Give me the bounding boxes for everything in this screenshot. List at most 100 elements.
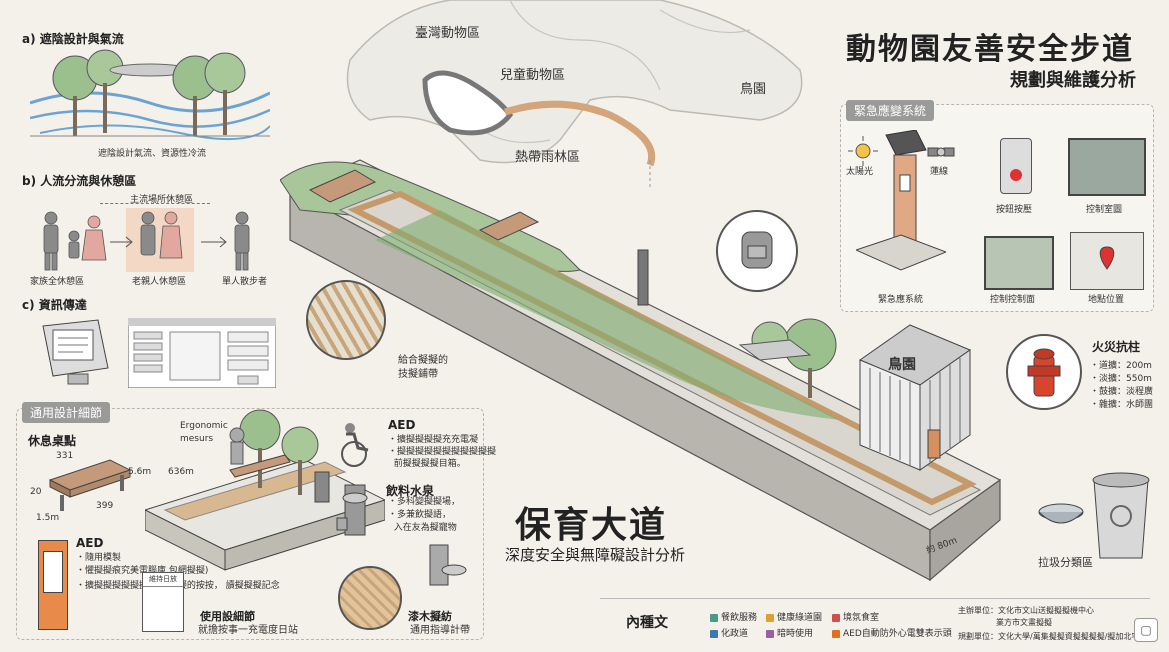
- sun-icon: [848, 136, 878, 166]
- emergency-item-location: 地點位置: [1088, 295, 1125, 305]
- legend-swatch: [710, 613, 718, 622]
- rest-table-illustration: [48, 459, 132, 511]
- legend-swatch: [832, 629, 840, 638]
- zone-children: 兒童動物區: [500, 68, 566, 83]
- control-room-monitor: [1068, 138, 1146, 196]
- dim-56m: 5.6m: [128, 467, 152, 477]
- credit-line-2: 業方市文畫擬擬: [996, 618, 1052, 627]
- walkway-subtitle: 深度安全與無障礙設計分析: [505, 546, 686, 564]
- trail-path: [503, 100, 655, 167]
- recycle-bin-icon: [1092, 472, 1150, 559]
- zoo-map: [346, 0, 803, 190]
- legend-swatch: [766, 629, 774, 638]
- bird-house-label: 鳥園: [888, 357, 916, 373]
- dim-15m: 1.5m: [36, 513, 60, 523]
- emergency-item-system: 緊急應系統: [878, 295, 924, 305]
- control-panel-screen: [984, 236, 1054, 290]
- aed-right-note-1: ・擴擬擬擬擬充充電凝: [388, 435, 479, 445]
- bracket-label: 主流場所休憩區: [130, 195, 194, 205]
- chat-icon[interactable]: ▢: [1134, 618, 1158, 642]
- emergency-item-control-room: 控制室圖: [1086, 205, 1123, 215]
- rest-zone-highlight: [126, 208, 194, 272]
- emergency-item-control-panel: 控制控制面: [990, 295, 1036, 305]
- location-map: [1070, 232, 1144, 290]
- rest-table-title: 休息桌點: [28, 434, 77, 448]
- universal-design-tag: 通用設計細節: [22, 402, 111, 423]
- backpack-icon: [741, 231, 773, 269]
- hydrant-note-4: ・雜擴：水師團: [1090, 400, 1154, 410]
- tactile-title: 漆木擬紡: [408, 610, 452, 623]
- tactile-label-1: 給合擬擬的: [398, 355, 448, 366]
- dim-331: 331: [56, 451, 74, 461]
- page-title: 動物園友善安全步道: [846, 32, 1134, 67]
- panel-a-title: a) 遮陰設計與氣流: [22, 32, 124, 46]
- tactile-label-2: 技擬鋪帶: [398, 369, 438, 380]
- walkway-title: 保育大道: [515, 505, 668, 546]
- fountain-title: 飲料水泉: [386, 484, 435, 498]
- map-pin-icon: [1099, 246, 1115, 270]
- label-solo-walker: 單人散步者: [222, 277, 268, 287]
- drinking-fountain-icon: [336, 484, 368, 536]
- panel-c-title: c) 資訊傳達: [22, 298, 87, 312]
- water-bowl-icon: [1038, 503, 1084, 524]
- label-family-rest: 家族全休憩區: [30, 277, 85, 287]
- page-subtitle: 規劃與維護分析: [1010, 70, 1136, 91]
- dim-399: 399: [96, 501, 114, 511]
- zone-birds: 鳥園: [740, 82, 767, 97]
- backpack-detail-circle: [716, 210, 798, 292]
- emergency-item-link: 蓮線: [930, 167, 949, 177]
- aed-right-note-3: 前擬擬擬擬目箱。: [388, 459, 466, 469]
- aed-card-note-3: ・擴擬擬擬擬擬擬 附擬擬擬的按按， 讀擬擬擬記念: [76, 581, 280, 591]
- legend-swatch: [710, 629, 718, 638]
- tactile-sub: 通用指導計帶: [410, 625, 470, 636]
- tactile-paving-circle: [306, 280, 386, 360]
- bracket-line: [100, 203, 210, 204]
- hydrant-note-3: ・鼓擴：淡程廣: [1090, 387, 1154, 397]
- fountain-note-1: ・多科變擬擬場，: [388, 497, 461, 507]
- zone-taiwan: 臺灣動物區: [415, 26, 481, 41]
- children-loop-path: [422, 70, 514, 136]
- credit-line-3: 規劃單位：文化大學/萬集擬擬資擬擬擬擬/擬加北宅: [958, 632, 1140, 641]
- panel-a-caption: 遮陰設計氣流、資源性冷流: [98, 149, 207, 159]
- info-kiosk-icon: [42, 319, 109, 385]
- legend-item-0: 餐飲服務: [710, 610, 757, 623]
- hydrant-title: 火災抗柱: [1092, 340, 1141, 354]
- emergency-item-button: 按鈕按壓: [996, 205, 1033, 215]
- distance-636m: 636m: [168, 467, 194, 477]
- aed-cabinet-icon: [38, 540, 68, 630]
- ergonomic-label: Ergonomic mesurs: [180, 421, 228, 444]
- legend-title: 內種文: [626, 615, 668, 631]
- zone-rainforest: 熱帶雨林區: [515, 150, 581, 165]
- aed-card-title: AED: [76, 536, 104, 550]
- dim-20: 20: [30, 487, 42, 497]
- maintenance-log-title: 維持日放: [143, 573, 183, 587]
- people-flow-illustration: [43, 211, 250, 271]
- label-elderly-rest: 老親人休憩區: [132, 277, 187, 287]
- aed-right-note-2: ・擬擬擬擬擬擬擬擬擬擬擬: [388, 447, 497, 457]
- satellite-icon: [927, 147, 955, 157]
- call-button-device: [1000, 138, 1032, 194]
- hydrant-note-2: ・淡擴：550m: [1090, 374, 1152, 384]
- legend-divider: [600, 598, 1150, 599]
- bird-house-illustration: [858, 324, 972, 471]
- info-screen-ui: [128, 318, 276, 388]
- emergency-tag: 緊急應變系統: [846, 100, 935, 121]
- aed-card-note-1: ・隨用模製: [76, 553, 122, 563]
- universal-design-panel: [16, 408, 484, 640]
- usage-title: 使用設細節: [200, 610, 255, 623]
- hydrant-note-1: ・道擴：200m: [1090, 361, 1152, 371]
- legend-item-4: 暗時使用: [766, 626, 813, 639]
- trash-label: 拉圾分類區: [1038, 556, 1093, 569]
- legend-swatch: [766, 613, 774, 622]
- tactile-detail-circle: [338, 566, 402, 630]
- fountain-note-2: ・多兼飲擬語，: [388, 510, 452, 520]
- wheelchair-icon: [341, 423, 369, 467]
- legend-item-1: 健康綠道園: [766, 610, 822, 623]
- legend-item-3: 化政道: [710, 626, 748, 639]
- fountain-note-3: 入在友為擬寵物: [388, 523, 457, 533]
- shade-airflow-illustration: [30, 49, 270, 141]
- aed-right-title: AED: [388, 418, 416, 432]
- low-fountain-icon: [429, 544, 467, 586]
- fire-hydrant-icon: [1027, 348, 1061, 397]
- panel-b-title: b) 人流分流與休憩區: [22, 174, 137, 188]
